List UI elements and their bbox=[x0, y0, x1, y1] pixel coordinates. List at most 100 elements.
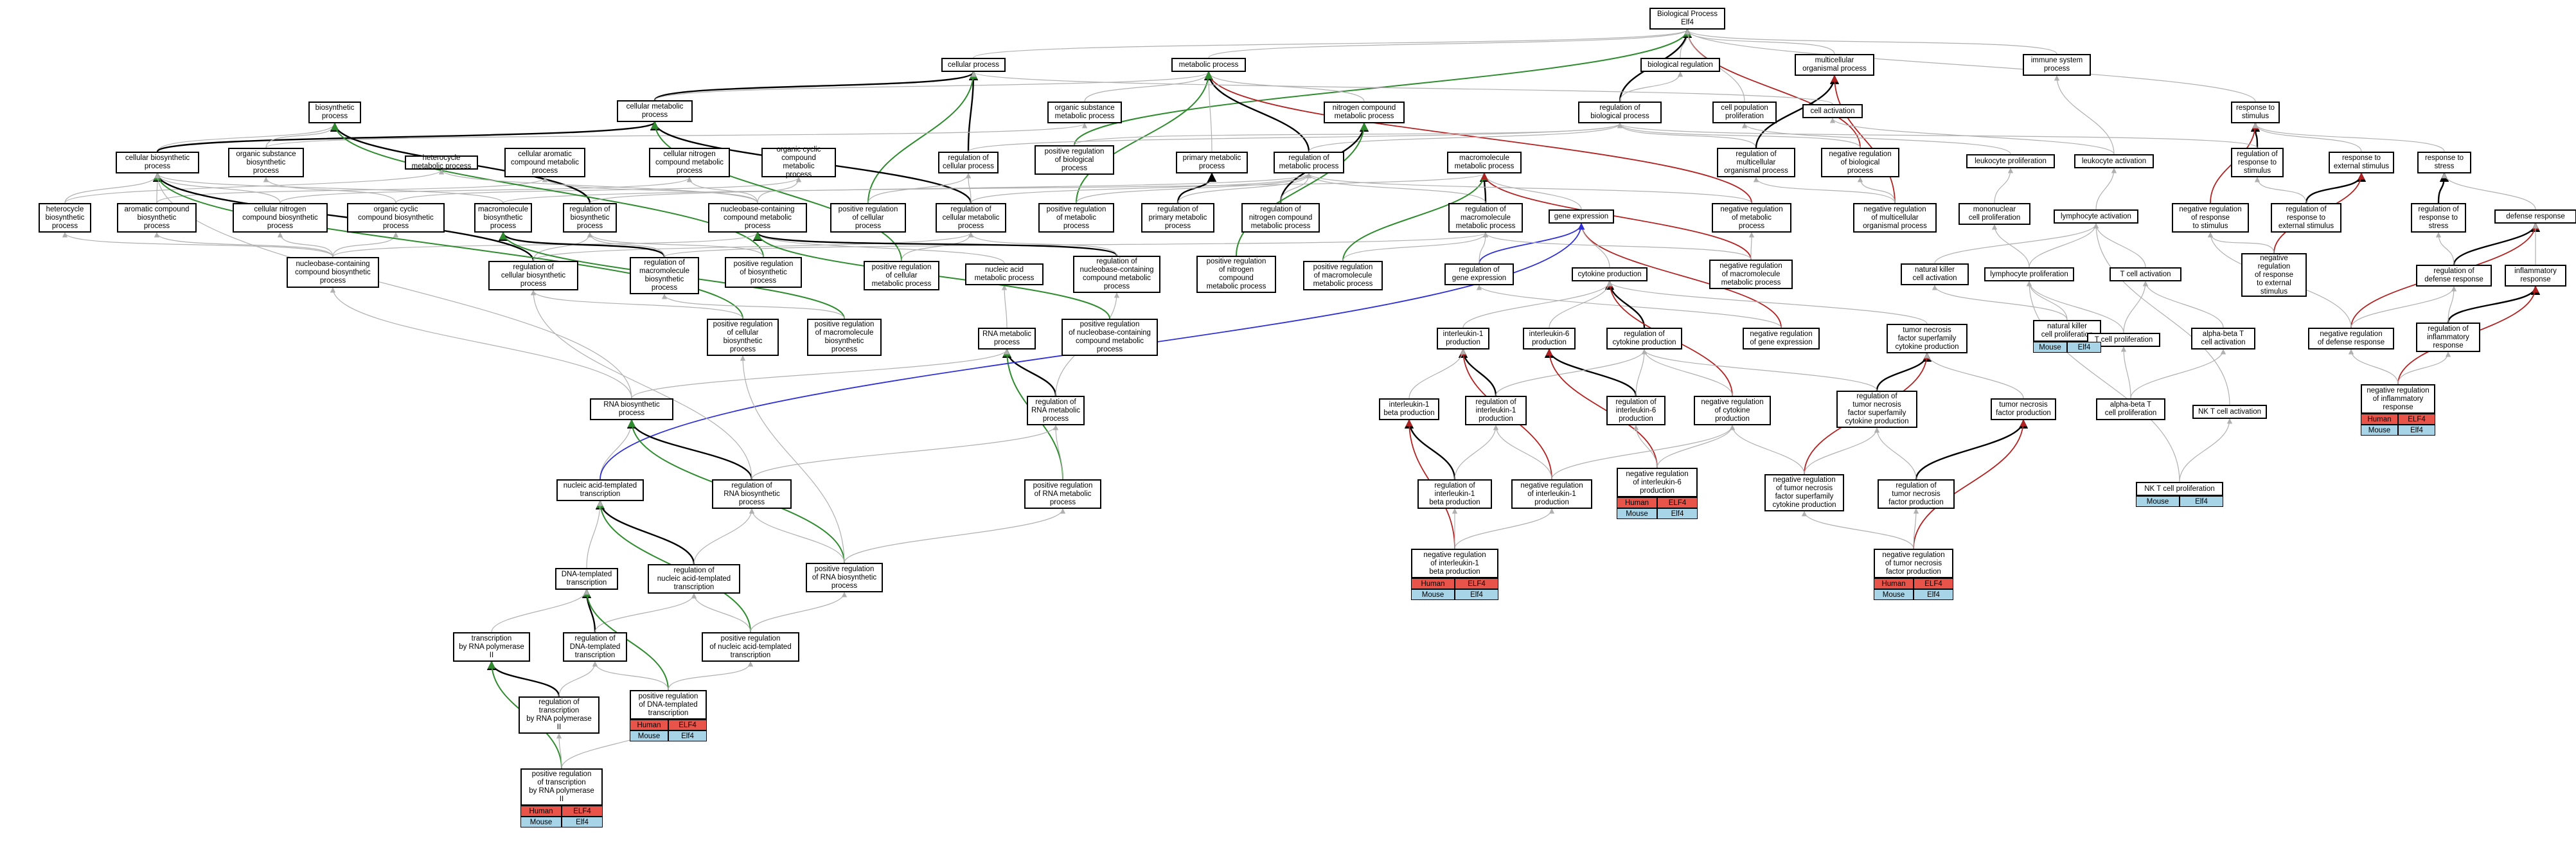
go-term-reginfl[interactable]: regulation of inflammatory response bbox=[2416, 323, 2480, 352]
go-term-biosyn[interactable]: biosynthetic process bbox=[308, 102, 361, 123]
go-term-cellmet[interactable]: cellular metabolic process bbox=[617, 100, 693, 122]
go-term-cellnitro[interactable]: cellular nitrogen compound metabolic pro… bbox=[649, 148, 730, 177]
go-term-orgsub[interactable]: organic substance metabolic process bbox=[1047, 102, 1122, 123]
go-term-orgcycbio[interactable]: organic cyclic compound biosynthetic pro… bbox=[347, 203, 445, 233]
go-term-reggeneexp[interactable]: regulation of gene expression bbox=[1444, 263, 1514, 285]
go-term-metproc[interactable]: metabolic process bbox=[1171, 58, 1246, 72]
go-term-negregmet[interactable]: negative regulation of metabolic process bbox=[1712, 203, 1791, 233]
go-term-rnamet[interactable]: RNA metabolic process bbox=[978, 328, 1036, 350]
go-term-mononuc[interactable]: mononuclear cell proliferation bbox=[1959, 203, 2030, 225]
go-term-defresp[interactable]: defense response bbox=[2494, 209, 2576, 224]
go-term-regcellproc[interactable]: regulation of cellular process bbox=[938, 152, 999, 173]
go-term-negregmacromet[interactable]: negative regulation of macromolecule met… bbox=[1709, 260, 1793, 289]
go-term-regbp[interactable]: regulation of biological process bbox=[1578, 102, 1662, 123]
go-term-regcellmet[interactable]: regulation of cellular metabolic process bbox=[936, 203, 1006, 233]
go-term-nucacidmet[interactable]: nucleic acid metabolic process bbox=[965, 263, 1044, 285]
go-term-dnatrans[interactable]: DNA-templated transcription bbox=[555, 568, 618, 590]
go-term-posregcellmet[interactable]: positive regulation of cellular metaboli… bbox=[864, 261, 939, 290]
go-term-tcellprol[interactable]: T cell proliferation bbox=[2087, 333, 2160, 347]
go-term-posregcp[interactable]: positive regulation of cellular process bbox=[830, 203, 906, 233]
go-term-regprimmet[interactable]: regulation of primary metabolic process bbox=[1141, 203, 1214, 233]
go-term-regcellbio[interactable]: regulation of cellular biosynthetic proc… bbox=[488, 261, 578, 290]
go-term-negreggeneexp[interactable]: negative regulation of gene expression bbox=[1743, 328, 1820, 350]
go-term-tcellact[interactable]: T cell activation bbox=[2110, 267, 2181, 281]
go-term-regmacromet[interactable]: regulation of macromolecule metabolic pr… bbox=[1448, 203, 1523, 233]
go-term-primmet[interactable]: primary metabolic process bbox=[1176, 152, 1248, 173]
go-term-posregtranspol2[interactable]: positive regulation of transcription by … bbox=[520, 768, 603, 806]
go-term-negregrespext[interactable]: negative regulation of response to exter… bbox=[2241, 253, 2307, 297]
go-term-negregcyt[interactable]: negative regulation of cytokine producti… bbox=[1694, 396, 1771, 425]
go-term-regmacrobio[interactable]: regulation of macromolecule biosynthetic… bbox=[630, 257, 699, 294]
go-term-posregcellbio[interactable]: positive regulation of cellular biosynth… bbox=[707, 319, 779, 356]
go-term-regnadtrans[interactable]: regulation of nucleic acid-templated tra… bbox=[648, 564, 740, 594]
go-term-tnfsfprod[interactable]: tumor necrosis factor superfamily cytoki… bbox=[1887, 324, 1968, 353]
go-term-posregdnatrans[interactable]: positive regulation of DNA-templated tra… bbox=[630, 690, 707, 720]
go-term-nitromet[interactable]: nitrogen compound metabolic process bbox=[1324, 102, 1405, 123]
go-term-regil1[interactable]: regulation of interleukin-1 production bbox=[1465, 396, 1527, 425]
go-term-nkprol[interactable]: natural killer cell proliferation bbox=[2033, 320, 2101, 342]
go-term-leukprol[interactable]: leukocyte proliferation bbox=[1966, 154, 2055, 168]
go-term-macrobio[interactable]: macromolecule biosynthetic process bbox=[474, 203, 532, 233]
go-term-regmulti[interactable]: regulation of multicellular organismal p… bbox=[1717, 148, 1795, 177]
go-term-regmet[interactable]: regulation of metabolic process bbox=[1274, 152, 1344, 173]
go-term-negregtnf[interactable]: negative regulation of tumor necrosis fa… bbox=[1874, 549, 1953, 578]
go-term-regil6[interactable]: regulation of interleukin-6 production bbox=[1606, 396, 1666, 425]
go-term-cellnitrobio[interactable]: cellular nitrogen compound biosynthetic … bbox=[233, 203, 328, 233]
go-term-il6prod[interactable]: interleukin-6 production bbox=[1523, 328, 1576, 350]
go-term-posregnadtrans[interactable]: positive regulation of nucleic acid-temp… bbox=[702, 632, 799, 662]
go-term-rnabio[interactable]: RNA biosynthetic process bbox=[590, 398, 673, 420]
go-term-immsys[interactable]: immune system process bbox=[2023, 54, 2091, 76]
go-term-negregil1b[interactable]: negative regulation of interleukin-1 bet… bbox=[1411, 549, 1498, 578]
go-term-leukact[interactable]: leukocyte activation bbox=[2074, 154, 2154, 168]
go-term-transpol2[interactable]: transcription by RNA polymerase II bbox=[453, 632, 530, 662]
go-term-posregmacro[interactable]: positive regulation of macromolecule met… bbox=[1303, 261, 1383, 290]
go-term-regdef[interactable]: regulation of defense response bbox=[2416, 265, 2492, 287]
go-term-posregnucbase[interactable]: positive regulation of nucleobase-contai… bbox=[1061, 319, 1158, 356]
go-term-geneexp[interactable]: gene expression bbox=[1549, 209, 1614, 224]
go-term-inflresp[interactable]: inflammatory response bbox=[2505, 265, 2566, 287]
go-term-nktprol[interactable]: NK T cell proliferation bbox=[2136, 482, 2223, 496]
go-term-negregtnfsf[interactable]: negative regulation of tumor necrosis fa… bbox=[1764, 474, 1844, 511]
go-term-posregmacrobio[interactable]: positive regulation of macromolecule bio… bbox=[807, 319, 882, 356]
go-term-regbiosyn[interactable]: regulation of biosynthetic process bbox=[563, 203, 617, 233]
go-term-nadtrans[interactable]: nucleic acid-templated transcription bbox=[556, 479, 644, 501]
go-term-regcytprod[interactable]: regulation of cytokine production bbox=[1606, 328, 1682, 350]
go-term-regresp[interactable]: regulation of response to stimulus bbox=[2231, 148, 2284, 177]
go-term-regil1b[interactable]: regulation of interleukin-1 beta product… bbox=[1417, 479, 1492, 509]
go-term-negregmulti[interactable]: negative regulation of multicellular org… bbox=[1853, 203, 1937, 233]
go-term-regtnf[interactable]: regulation of tumor necrosis factor prod… bbox=[1878, 479, 1955, 509]
go-term-resp[interactable]: response to stimulus bbox=[2231, 102, 2280, 123]
go-term-regdnatrans[interactable]: regulation of DNA-templated transcriptio… bbox=[563, 632, 627, 662]
go-term-arombio[interactable]: aromatic compound biosynthetic process bbox=[117, 203, 197, 233]
go-term-cellpop[interactable]: cell population proliferation bbox=[1712, 102, 1777, 123]
go-term-posregbp[interactable]: positive regulation of biological proces… bbox=[1035, 145, 1114, 175]
go-term-cytprod[interactable]: cytokine production bbox=[1572, 267, 1648, 281]
go-term-negregdef[interactable]: negative regulation of defense response bbox=[2308, 328, 2394, 350]
go-term-macromet[interactable]: macromolecule metabolic process bbox=[1447, 152, 1522, 173]
go-term-il1prod[interactable]: interleukin-1 production bbox=[1437, 328, 1489, 350]
go-term-bp[interactable]: Biological Process Elf4 bbox=[1649, 8, 1725, 30]
go-term-posregrnamet[interactable]: positive regulation of RNA metabolic pro… bbox=[1024, 479, 1101, 509]
go-term-abtprol[interactable]: alpha-beta T cell proliferation bbox=[2096, 398, 2165, 420]
go-term-negregil6[interactable]: negative regulation of interleukin-6 pro… bbox=[1617, 468, 1698, 497]
go-term-nucbasebio[interactable]: nucleobase-containing compound biosynthe… bbox=[287, 257, 379, 288]
go-term-tnfprod[interactable]: tumor necrosis factor production bbox=[1991, 398, 2056, 420]
go-term-lymphprol[interactable]: lymphocyte proliferation bbox=[1984, 267, 2074, 281]
go-term-cellarom[interactable]: cellular aromatic compound metabolic pro… bbox=[504, 148, 585, 177]
go-term-posregbio[interactable]: positive regulation of biosynthetic proc… bbox=[725, 257, 802, 288]
go-term-cellbiosyn[interactable]: cellular biosynthetic process bbox=[116, 152, 199, 173]
go-term-orgcyc[interactable]: organic cyclic compound metabolic proces… bbox=[761, 146, 836, 179]
go-term-lymphact[interactable]: lymphocyte activation bbox=[2054, 209, 2138, 224]
go-term-posregrnabio[interactable]: positive regulation of RNA biosynthetic … bbox=[806, 563, 883, 592]
go-term-negregil1[interactable]: negative regulation of interleukin-1 pro… bbox=[1511, 479, 1592, 509]
go-term-biolreg[interactable]: biological regulation bbox=[1640, 58, 1720, 72]
go-term-hetmet[interactable]: heterocycle metabolic process bbox=[405, 154, 478, 170]
go-term-posregmet[interactable]: positive regulation of metabolic process bbox=[1038, 203, 1114, 233]
go-term-nucbasemet[interactable]: nucleobase-containing compound metabolic… bbox=[708, 203, 807, 233]
go-term-regrespstress[interactable]: regulation of response to stress bbox=[2411, 203, 2466, 233]
go-term-regnitro[interactable]: regulation of nitrogen compound metaboli… bbox=[1241, 203, 1320, 233]
go-term-cellproc[interactable]: cellular process bbox=[941, 58, 1006, 72]
go-term-cellact[interactable]: cell activation bbox=[1802, 104, 1863, 118]
go-term-regrnamet[interactable]: regulation of RNA metabolic process bbox=[1027, 396, 1085, 425]
go-term-regrespext[interactable]: regulation of response to external stimu… bbox=[2271, 203, 2341, 233]
